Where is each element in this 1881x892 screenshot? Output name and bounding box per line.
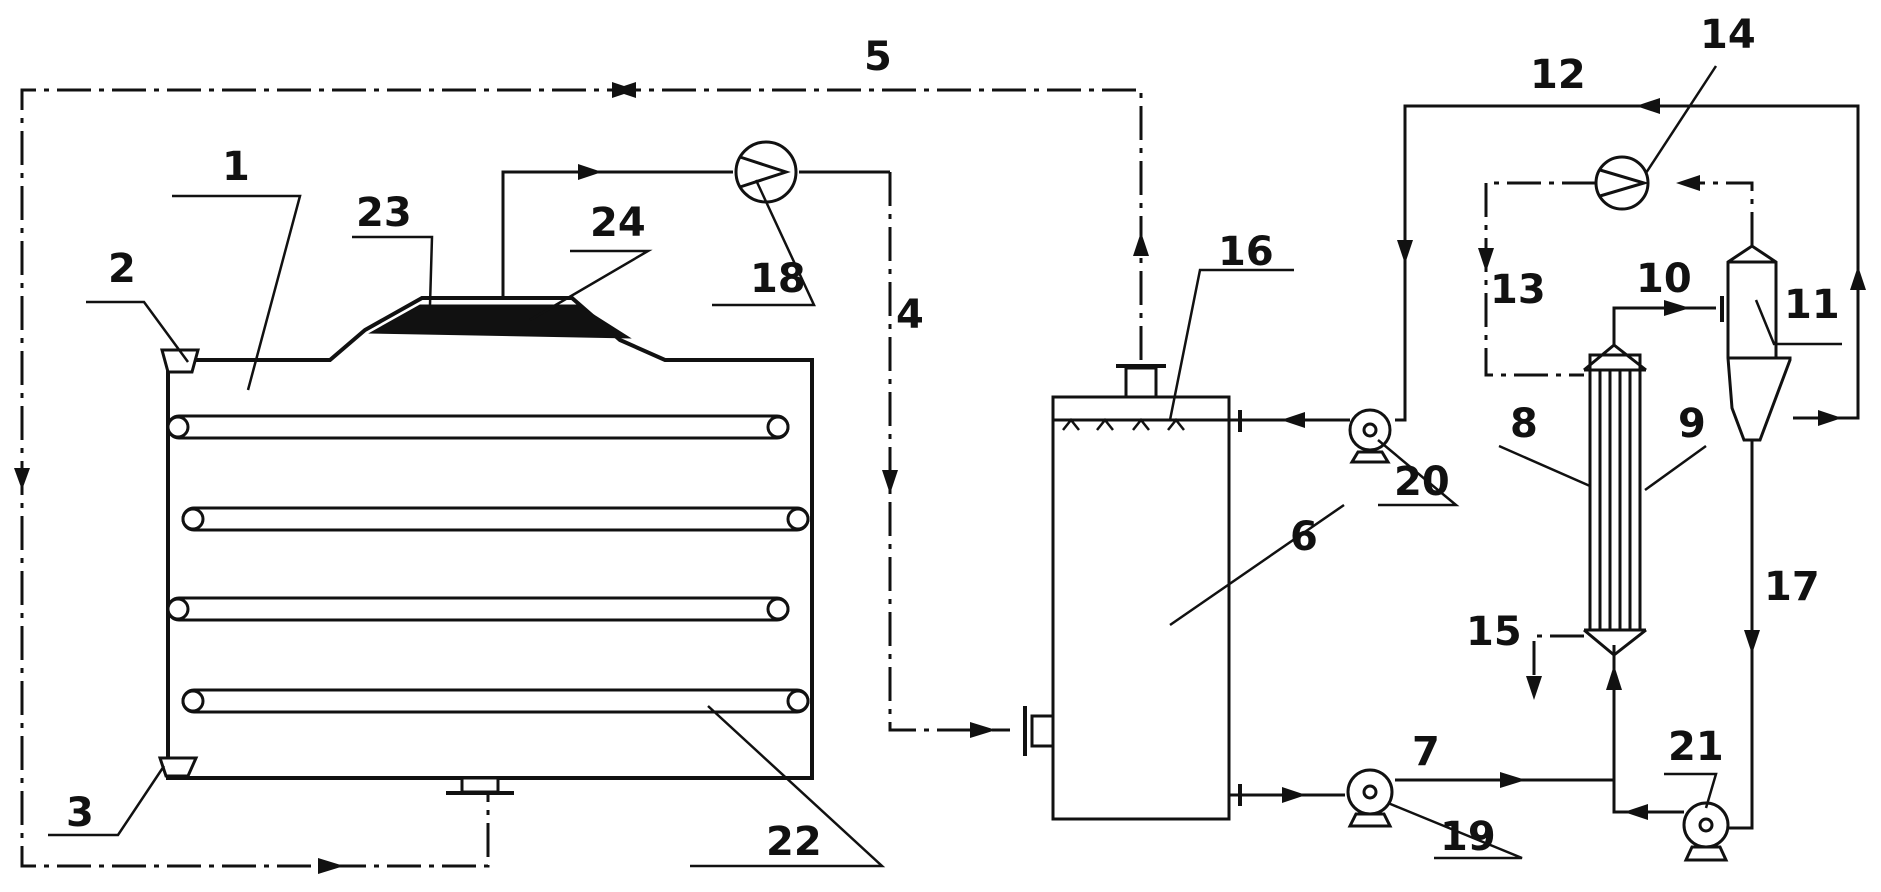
filter-layer <box>368 304 632 339</box>
feed-inlet-hopper <box>160 348 200 374</box>
condensate-line-15 <box>1526 634 1584 700</box>
conveyor-belt-1 <box>166 414 790 440</box>
label-1: 1 <box>222 144 250 190</box>
conveyor-belt-4 <box>181 688 810 714</box>
exhaust-line-4 <box>501 164 1010 738</box>
label-24: 24 <box>590 200 646 246</box>
bottom-nozzle <box>446 776 514 795</box>
vapor-separator <box>1676 175 1792 830</box>
label-18: 18 <box>750 256 806 302</box>
recycle-line <box>1612 780 1684 820</box>
scrubber-tank <box>1023 364 1242 821</box>
discharge-outlet <box>157 756 199 778</box>
label-20: 20 <box>1394 459 1450 505</box>
dryer-chamber <box>157 296 814 795</box>
pump-icon <box>1682 801 1730 862</box>
label-19: 19 <box>1440 814 1496 860</box>
pump-icon <box>1346 768 1394 828</box>
label-22: 22 <box>766 819 822 865</box>
exhaust-fan-icon <box>734 140 798 204</box>
label-21: 21 <box>1668 724 1724 770</box>
return-line-5 <box>14 82 1149 874</box>
conveyor-belt-2 <box>181 506 810 532</box>
label-15: 15 <box>1466 609 1522 655</box>
falling-film-evaporator <box>1583 296 1724 657</box>
label-7: 7 <box>1412 729 1440 775</box>
label-13: 13 <box>1490 267 1546 313</box>
label-17: 17 <box>1764 564 1820 610</box>
label-14: 14 <box>1700 12 1756 58</box>
pump-icon <box>1345 408 1392 464</box>
label-10: 10 <box>1636 256 1692 302</box>
label-23: 23 <box>356 190 412 236</box>
label-8: 8 <box>1510 401 1538 447</box>
label-16: 16 <box>1218 229 1274 275</box>
label-3: 3 <box>66 790 94 836</box>
leader-lines <box>48 65 1842 868</box>
compressor-icon <box>1594 155 1650 211</box>
label-9: 9 <box>1678 401 1706 447</box>
vapor-line-13 <box>1478 181 1596 377</box>
label-11: 11 <box>1784 282 1840 328</box>
label-4: 4 <box>896 292 924 338</box>
label-2: 2 <box>108 246 136 292</box>
label-12: 12 <box>1530 52 1586 98</box>
label-6: 6 <box>1290 514 1318 560</box>
spray-line-12 <box>1229 98 1866 428</box>
feed-line-7 <box>1229 645 1622 803</box>
label-5: 5 <box>864 34 892 80</box>
spray-header <box>1053 417 1229 431</box>
conveyor-belt-3 <box>166 596 790 622</box>
